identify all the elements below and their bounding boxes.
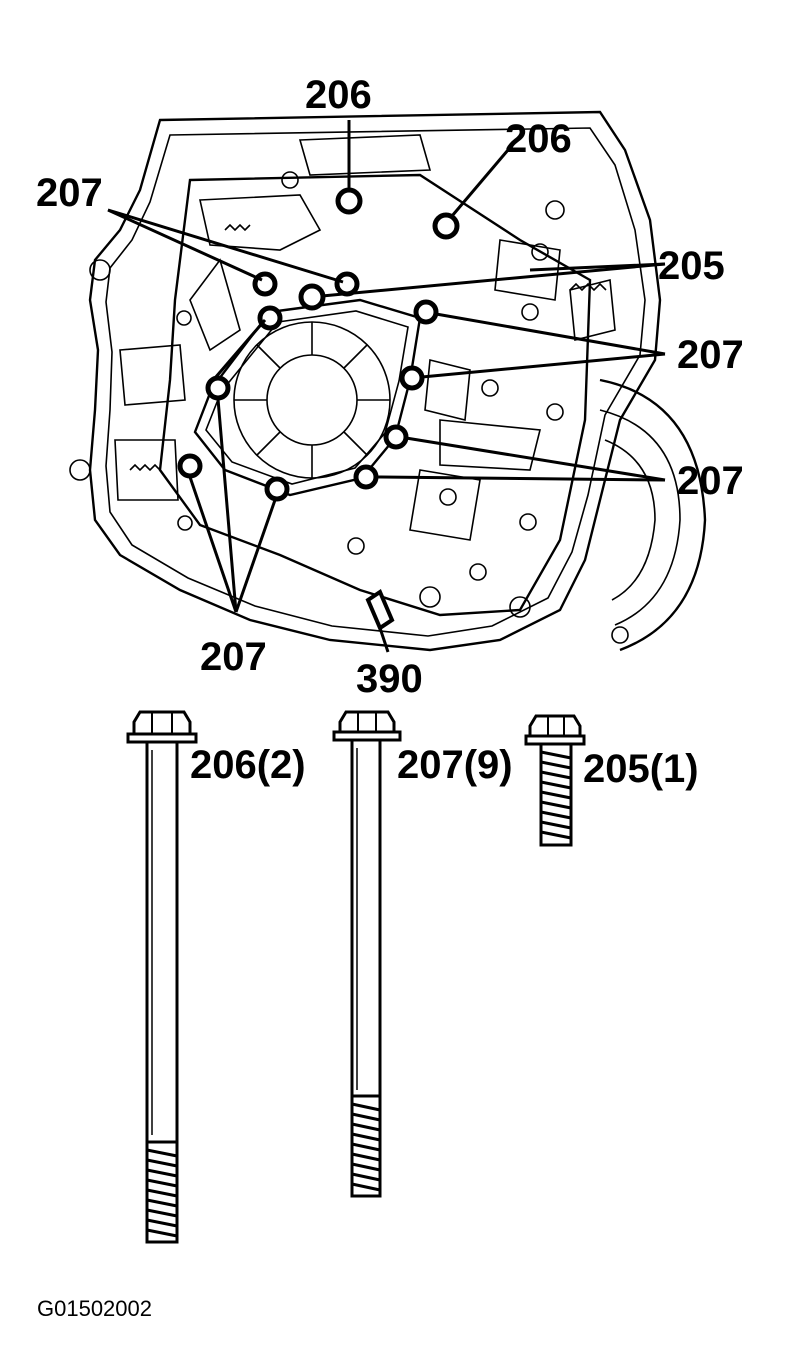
bolt-207-location: [177, 271, 439, 502]
fastener-207-label: 207(9): [397, 743, 513, 787]
bolt-207-drawing: [332, 710, 402, 1198]
part-390-shape: [365, 589, 395, 631]
separator-plate: [193, 298, 422, 497]
callout-207-upper-left: 207: [36, 171, 103, 215]
leader-lines: [107, 120, 666, 653]
callout-207-bottom: 207: [200, 635, 267, 679]
callout-labels: 206 206 207 205 207 207 207 390: [36, 73, 744, 701]
callout-205: 205: [658, 244, 725, 288]
bolt-206-drawing: [126, 710, 198, 1244]
bolt-locations: [177, 187, 460, 631]
bolt-206-location: [335, 187, 460, 240]
fastener-206-label: 206(2): [190, 743, 306, 787]
callout-390: 390: [356, 657, 423, 701]
bolt-205-drawing: [524, 714, 586, 847]
callout-206-right: 206: [505, 117, 572, 161]
transmission-case-illustration: [69, 110, 707, 652]
fastener-205-label: 205(1): [583, 747, 699, 791]
fastener-legend: 206(2) 207(9) 205(1): [126, 710, 699, 1244]
callout-206-top: 206: [305, 73, 372, 117]
bolt-205-location: [298, 283, 326, 311]
callout-207-right-lower: 207: [677, 459, 744, 503]
figure-id: G01502002: [37, 1296, 152, 1321]
callout-207-right-upper: 207: [677, 333, 744, 377]
